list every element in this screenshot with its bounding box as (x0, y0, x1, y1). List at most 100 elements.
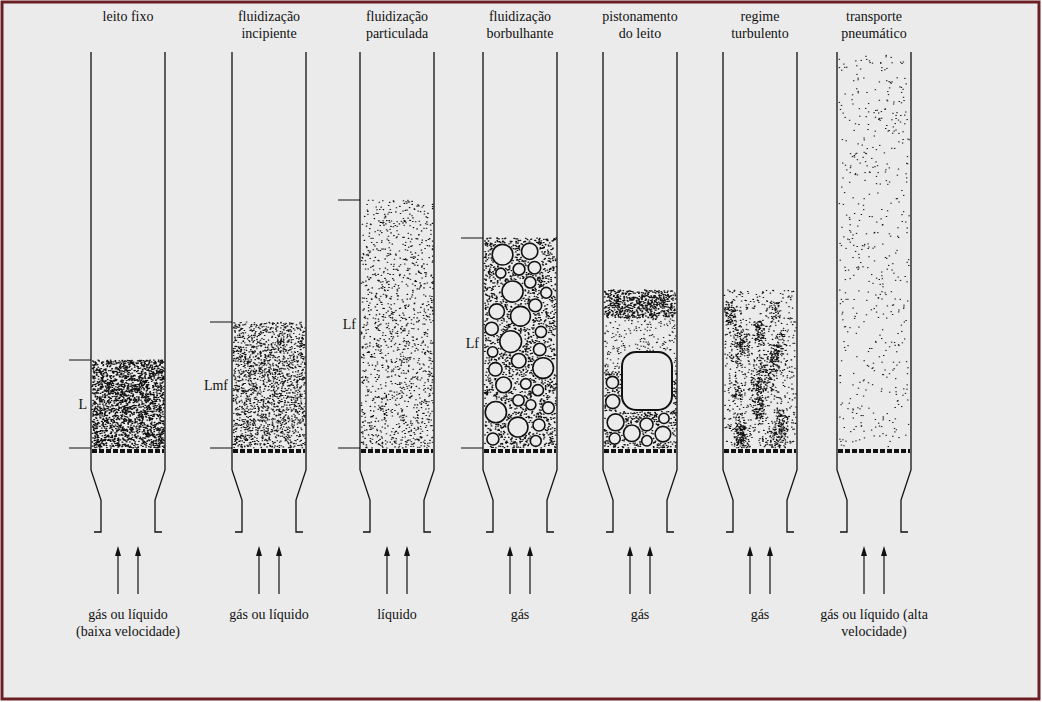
regime-title: fluidização incipiente (226, 8, 312, 42)
flow-label: gás ou líquido (alta velocidade) (819, 606, 929, 640)
gas-bubble (513, 395, 524, 406)
gas-bubble (526, 400, 536, 410)
gas-bubble (520, 379, 531, 390)
arrow-head (881, 546, 887, 556)
height-tick (461, 448, 483, 449)
particles (839, 55, 909, 446)
gas-bubble (492, 244, 513, 265)
height-tick (338, 448, 360, 449)
column-wall (901, 52, 911, 532)
gas-slug (622, 352, 672, 410)
gas-bubble (609, 433, 620, 444)
gas-bubble (525, 277, 536, 288)
flow-arrow (649, 554, 650, 594)
distributor-plate (838, 449, 910, 453)
gas-bubble (522, 243, 538, 259)
bed-height-label: Lf (326, 316, 356, 333)
arrow-head (647, 546, 653, 556)
flow-arrow (406, 554, 407, 594)
gas-bubble (528, 261, 540, 273)
regime-title: regime turbulento (717, 8, 803, 42)
particles (233, 322, 306, 448)
gas-bubble (659, 413, 669, 423)
column-wall (296, 52, 306, 532)
column-wall (155, 52, 165, 532)
gas-bubble (535, 326, 546, 337)
column-wall (232, 52, 242, 532)
gas-bubble (642, 436, 652, 446)
column-wall (547, 52, 557, 532)
arrow-head (627, 546, 633, 556)
column-wall (723, 52, 733, 532)
flow-label: gás (705, 606, 815, 623)
particles (724, 290, 796, 448)
gas-bubble (511, 306, 531, 326)
arrow-head (747, 546, 753, 556)
gas-bubble (606, 395, 620, 409)
gas-bubble (496, 268, 506, 278)
flow-label: gás (585, 606, 695, 623)
gas-bubble (533, 358, 554, 379)
flow-label: gás ou líquido (214, 606, 324, 623)
gas-bubble (607, 414, 624, 431)
particles (92, 360, 165, 448)
gas-bubble (485, 402, 506, 423)
arrow-head (861, 546, 867, 556)
gas-bubble (502, 281, 523, 302)
arrow-head (276, 546, 282, 556)
regime-title: fluidização particulada (354, 8, 440, 42)
distributor-plate (484, 449, 556, 453)
column-wall (360, 52, 370, 532)
flow-label: líquido (342, 606, 452, 623)
arrow-head (507, 546, 513, 556)
flow-label: gás ou líquido (baixa velocidade) (73, 606, 183, 640)
column-wall (787, 52, 797, 532)
flow-arrow (137, 554, 138, 594)
flow-arrow (769, 554, 770, 594)
arrow-head (527, 546, 533, 556)
gas-bubble (489, 304, 504, 319)
arrow-head (135, 546, 141, 556)
gas-bubble (542, 402, 554, 414)
gas-bubble (534, 343, 546, 355)
particles (604, 290, 676, 318)
gas-bubble (487, 433, 499, 445)
height-tick (461, 238, 483, 239)
column-wall (667, 52, 677, 532)
distributor-plate (233, 449, 305, 453)
gas-bubble (530, 435, 541, 446)
gas-bubble (500, 331, 522, 353)
gas-bubble (533, 419, 545, 431)
gas-bubble (487, 347, 497, 357)
regime-title: transporte pneumático (831, 8, 917, 42)
flow-arrow (509, 554, 510, 594)
arrow-head (115, 546, 121, 556)
height-tick (69, 448, 91, 449)
particles (484, 238, 557, 448)
arrow-head (767, 546, 773, 556)
distributor-plate (604, 449, 676, 453)
regime-title: leito fixo (85, 8, 171, 25)
flow-arrow (117, 554, 118, 594)
column-wall (91, 52, 101, 532)
flow-arrow (258, 554, 259, 594)
height-tick (69, 360, 91, 361)
gas-bubble (606, 376, 618, 388)
distributor-plate (92, 449, 164, 453)
column-wall (424, 52, 434, 532)
flow-arrow (749, 554, 750, 594)
flow-arrow (883, 554, 884, 594)
arrow-head (404, 546, 410, 556)
particles (605, 318, 676, 372)
gas-bubble (496, 377, 512, 393)
gas-bubble (512, 354, 527, 369)
column-wall (483, 52, 493, 532)
regime-title: fluidização borbulhante (477, 8, 563, 42)
flow-label: gás (465, 606, 575, 623)
arrow-head (256, 546, 262, 556)
gas-bubble (655, 426, 671, 442)
flow-arrow (629, 554, 630, 594)
gas-bubble (529, 299, 542, 312)
bed-height-label: L (57, 396, 87, 413)
